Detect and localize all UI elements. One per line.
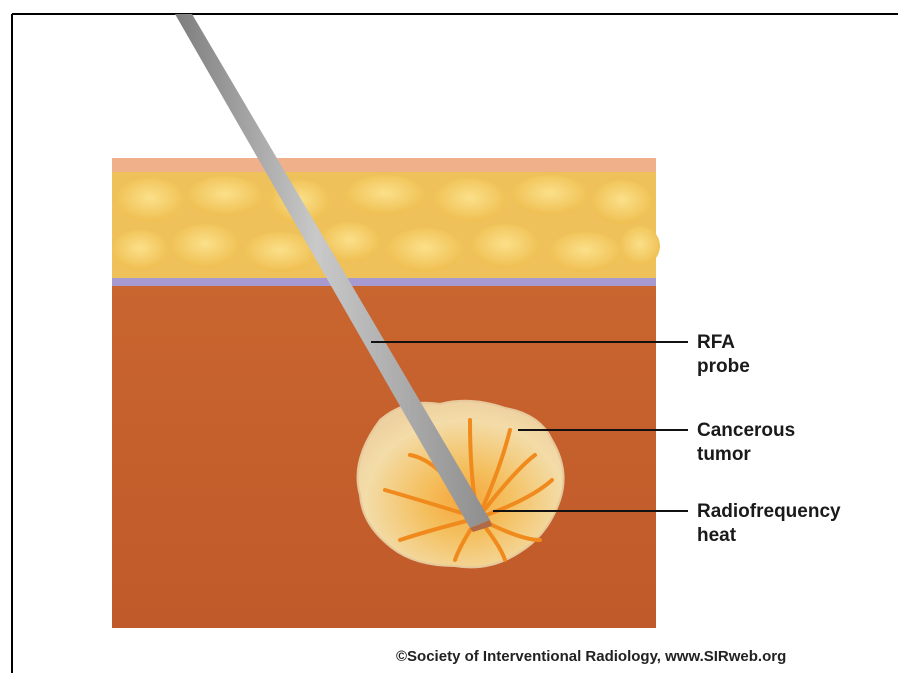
fat-layer <box>112 172 660 280</box>
fascia-layer <box>112 278 656 286</box>
probe-label-line2: probe <box>697 356 750 377</box>
heat-label-line2: heat <box>697 525 737 546</box>
skin-layer <box>112 158 656 172</box>
probe-label-line1: RFA <box>697 332 735 353</box>
copyright-credit: ©Society of Interventional Radiology, ww… <box>396 648 786 665</box>
heat-label-line1: Radiofrequency <box>697 501 841 522</box>
tumor-label-line1: Cancerous <box>697 420 795 441</box>
tumor-label-line2: tumor <box>697 444 751 465</box>
